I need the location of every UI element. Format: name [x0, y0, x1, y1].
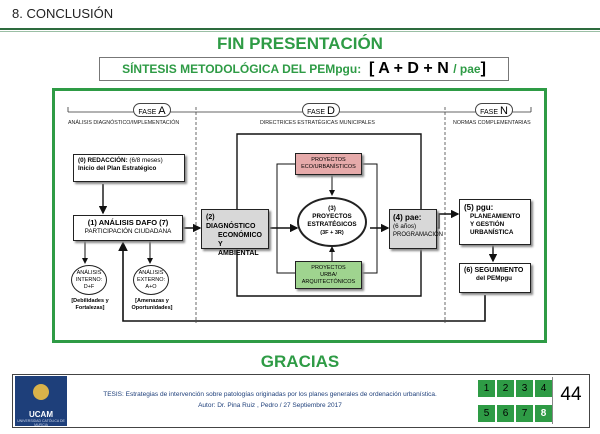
synthesis-box: SÍNTESIS METODOLÓGICA DEL PEMpgu: [ A + … [99, 57, 509, 81]
node-diagnostico: (2) DIAGNÓSTICO ECONÓMICO Y AMBIENTAL [201, 209, 269, 257]
header-divider [0, 28, 600, 30]
synthesis-label: SÍNTESIS METODOLÓGICA DEL PEMpgu: [122, 62, 362, 76]
footer-thesis-title: TESIS: Estrategias de intervención sobre… [103, 391, 437, 398]
phase-a-oval: FASE A [133, 103, 171, 117]
node-proyectos-estrategicos: (3) PROYECTOS ESTRATÉGICOS (3F + 3R) [297, 197, 367, 247]
phase-d-oval: FASE D [302, 103, 340, 117]
footer-author: Autor: Dr. Pina Ruiz , Pedro / 27 Septie… [198, 402, 342, 409]
page-number: 44 [560, 384, 582, 405]
feedback-arrow [118, 241, 486, 322]
page-separator [552, 377, 553, 424]
nav-section-7[interactable]: 7 [515, 404, 534, 423]
synthesis-formula: [ A + D + N [369, 60, 449, 77]
diagram-frame: FASE A ANÁLISIS DIAGNÓSTICO/IMPLEMENTACI… [52, 88, 547, 343]
fin-presentacion-title: FIN PRESENTACIÓN [217, 34, 383, 53]
node-redaccion: (0) REDACCIÓN: (6/8 meses) Inicio del Pl… [73, 154, 185, 182]
nav-section-4[interactable]: 4 [534, 379, 553, 398]
nav-section-1[interactable]: 1 [477, 379, 496, 398]
phase-a-subtitle: ANÁLISIS DIAGNÓSTICO/IMPLEMENTACIÓN [68, 120, 180, 126]
phase-d-subtitle: DIRECTRICES ESTRATÉGICAS MUNICIPALES [260, 120, 375, 126]
diagram-connectors [67, 107, 532, 323]
phase-n-subtitle: NORMAS COMPLEMENTARIAS [453, 120, 531, 126]
nav-section-8-current[interactable]: 8 [534, 404, 553, 423]
node-dafo: (1) ANÁLISIS DAFO (7) PARTICIPACIÓN CIUD… [73, 215, 183, 241]
synthesis-text: SÍNTESIS METODOLÓGICA DEL PEMpgu: [ A + … [100, 58, 508, 80]
synthesis-pae: / pae [453, 62, 481, 76]
nav-section-5[interactable]: 5 [477, 404, 496, 423]
node-pgu: (5) pgu: PLANEAMIENTO Y GESTIÓN URBANÍST… [459, 199, 531, 245]
nav-section-3[interactable]: 3 [515, 379, 534, 398]
gracias-title: GRACIAS [260, 352, 340, 371]
header-divider-light [0, 31, 600, 32]
synthesis-close: ] [480, 60, 486, 77]
node-pae: (4) pae: (6 años) PROGRAMACIÓN [389, 209, 443, 249]
ucam-logo-text: UCAM [29, 410, 53, 419]
node-seguimiento: (6) SEGUIMIENTO del PEMpgu [459, 263, 531, 293]
ucam-logo-subtext: UNIVERSIDAD CATÓLICA DE MURCIA [17, 419, 65, 427]
nav-section-2[interactable]: 2 [496, 379, 515, 398]
phase-n-oval: FASE N [475, 103, 513, 117]
ucam-emblem-icon [33, 384, 49, 400]
section-title: 8. CONCLUSIÓN [12, 6, 114, 21]
nav-section-6[interactable]: 6 [496, 404, 515, 423]
